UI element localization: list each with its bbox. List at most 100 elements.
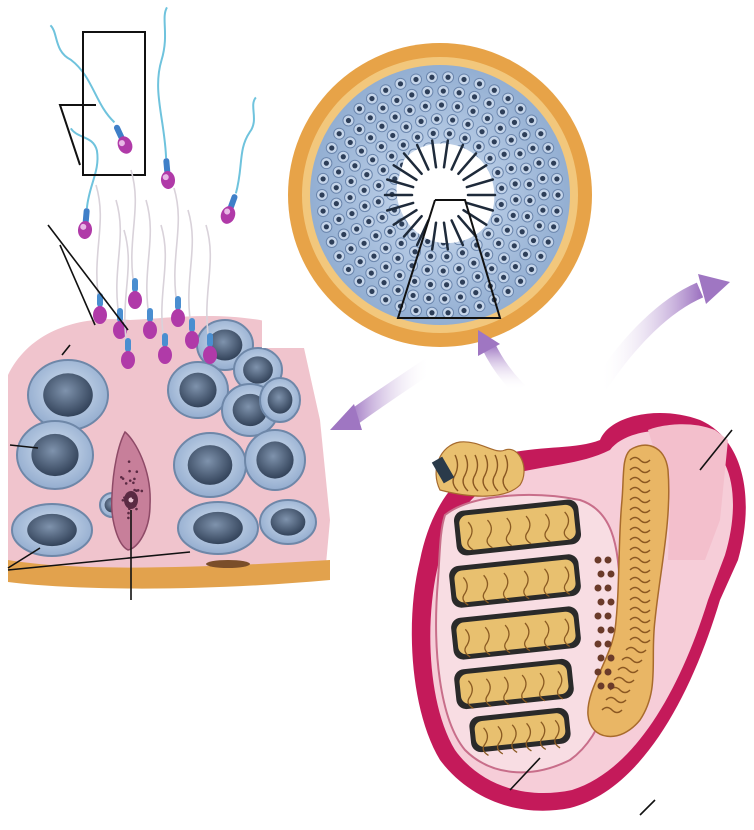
tubule-cell-nucleus-127 xyxy=(425,267,430,272)
sertoli-granule-11 xyxy=(126,493,129,496)
tubule-cell-nucleus-109 xyxy=(407,108,412,113)
tubule-cell-nucleus-37 xyxy=(461,77,466,82)
sertoli-granule-23 xyxy=(134,504,137,507)
tubule-cell-nucleus-43 xyxy=(538,131,543,136)
tubule-cell-nucleus-68 xyxy=(341,154,346,159)
tubule-cell-nucleus-83 xyxy=(530,146,535,151)
tubule-cell-nucleus-65 xyxy=(334,201,339,206)
tubule-cell-nucleus-16 xyxy=(383,297,388,302)
tubule-cell-nucleus-120 xyxy=(527,198,532,203)
tubule-cell-nucleus-28 xyxy=(337,131,342,136)
tubule-cell-nucleus-106 xyxy=(368,135,373,140)
arrow-to-wall-body xyxy=(350,365,430,420)
tubule-cell-nucleus-141 xyxy=(434,116,439,121)
rete-dot-13 xyxy=(595,641,602,648)
tubule-cell-nucleus-150 xyxy=(511,213,516,218)
sertoli-granule-16 xyxy=(132,496,135,499)
tubule-cell-nucleus-78 xyxy=(472,94,477,99)
spermatid-tail-4 xyxy=(188,210,192,332)
spermatid-midpiece-8 xyxy=(175,296,181,310)
rete-dot-15 xyxy=(598,655,605,662)
tubule-cell-nucleus-144 xyxy=(479,129,484,134)
spermatogonium-nucleus-10 xyxy=(27,514,77,546)
rete-dot-14 xyxy=(605,641,612,648)
tubule-cell-nucleus-12 xyxy=(445,310,450,315)
tubule-cell-nucleus-99 xyxy=(361,241,366,246)
tubule-cell-nucleus-76 xyxy=(441,88,446,93)
tubule-cell-nucleus-39 xyxy=(492,88,497,93)
tubule-cell-nucleus-34 xyxy=(413,77,418,82)
tubule-cell-nucleus-151 xyxy=(505,228,510,233)
tubule-cell-nucleus-64 xyxy=(336,217,341,222)
sertoli-granule-10 xyxy=(127,517,130,520)
tubule-cell-nucleus-134 xyxy=(362,188,367,193)
tubule-cell-nucleus-143 xyxy=(465,122,470,127)
rete-dot-6 xyxy=(605,585,612,592)
rete-dot-12 xyxy=(608,627,615,634)
sperm-2-tail xyxy=(151,7,180,158)
tubule-cell-nucleus-33 xyxy=(398,81,403,86)
sertoli-granule-6 xyxy=(129,479,132,482)
sperm-4-head xyxy=(77,220,93,239)
seminiferous-tubule-cross-section xyxy=(288,43,592,347)
tubule-cell-nucleus-2 xyxy=(554,208,559,213)
tubule-cell-nucleus-170 xyxy=(487,156,492,161)
tubule-cell-nucleus-66 xyxy=(334,185,339,190)
tubule-cell-nucleus-161 xyxy=(376,183,381,188)
tubule-cell-nucleus-21 xyxy=(329,239,334,244)
testis-and-epididymis xyxy=(412,413,746,815)
tubule-cell-nucleus-17 xyxy=(369,289,374,294)
tubule-cell-nucleus-50 xyxy=(513,264,518,269)
spermatid-head-5 xyxy=(203,346,217,364)
sperm-2 xyxy=(146,7,183,189)
tubule-cell-nucleus-94 xyxy=(428,282,433,287)
tubule-cell-nucleus-149 xyxy=(513,197,518,202)
tubule-cell-nucleus-92 xyxy=(460,280,465,285)
rete-dot-11 xyxy=(598,627,605,634)
tubule-cell-nucleus-25 xyxy=(320,176,325,181)
tubule-cell-nucleus-86 xyxy=(541,192,546,197)
sertoli-granule-13 xyxy=(128,470,131,473)
tubule-cell-nucleus-121 xyxy=(525,214,530,219)
tubule-cell-nucleus-171 xyxy=(495,170,500,175)
tubule-cell-nucleus-175 xyxy=(486,231,491,236)
spermatid-tail-1 xyxy=(116,200,120,322)
tubule-cell-nucleus-98 xyxy=(371,254,376,259)
tubule-cell-nucleus-30 xyxy=(357,106,362,111)
tubule-cell-nucleus-165 xyxy=(415,135,420,140)
tubule-cell-nucleus-89 xyxy=(501,256,506,261)
tubule-cell-nucleus-1 xyxy=(555,192,560,197)
tubule-cell-nucleus-96 xyxy=(397,273,402,278)
rete-dot-17 xyxy=(595,669,602,676)
tubule-cell-nucleus-110 xyxy=(423,104,428,109)
tubule-cell-nucleus-119 xyxy=(527,182,532,187)
tubule-cell-nucleus-138 xyxy=(390,133,395,138)
tubule-cell-nucleus-152 xyxy=(496,241,501,246)
mask xyxy=(262,306,342,348)
sperm-3 xyxy=(211,97,275,226)
spermatogonium-nucleus-7 xyxy=(188,445,233,485)
rete-dot-20 xyxy=(608,683,615,690)
arrow-to-duct-head xyxy=(698,274,730,304)
sertoli-granule-19 xyxy=(122,477,125,480)
rete-dot-7 xyxy=(598,599,605,606)
sertoli-granule-24 xyxy=(127,512,130,515)
spermatid-midpiece-3 xyxy=(162,333,168,347)
sertoli-granule-15 xyxy=(140,490,143,493)
leader-line-1 xyxy=(48,225,128,330)
tubule-cell-nucleus-6 xyxy=(529,267,534,272)
tubule-cell-nucleus-24 xyxy=(319,192,324,197)
sertoli-granule-21 xyxy=(132,481,135,484)
tubule-cell-nucleus-154 xyxy=(444,254,449,259)
tubule-cell-nucleus-80 xyxy=(500,109,505,114)
spermatogonium-nucleus-1 xyxy=(43,373,93,416)
tubule-cell-nucleus-51 xyxy=(501,275,506,280)
tubule-cell-nucleus-172 xyxy=(499,186,504,191)
spermatid-midpiece-9 xyxy=(132,278,138,292)
tubule-cell-nucleus-95 xyxy=(412,279,417,284)
spermatid-head-9 xyxy=(128,291,142,309)
tubule-cell-nucleus-153 xyxy=(460,250,465,255)
tubule-cell-nucleus-142 xyxy=(450,117,455,122)
spermatid-head-7 xyxy=(93,306,107,324)
